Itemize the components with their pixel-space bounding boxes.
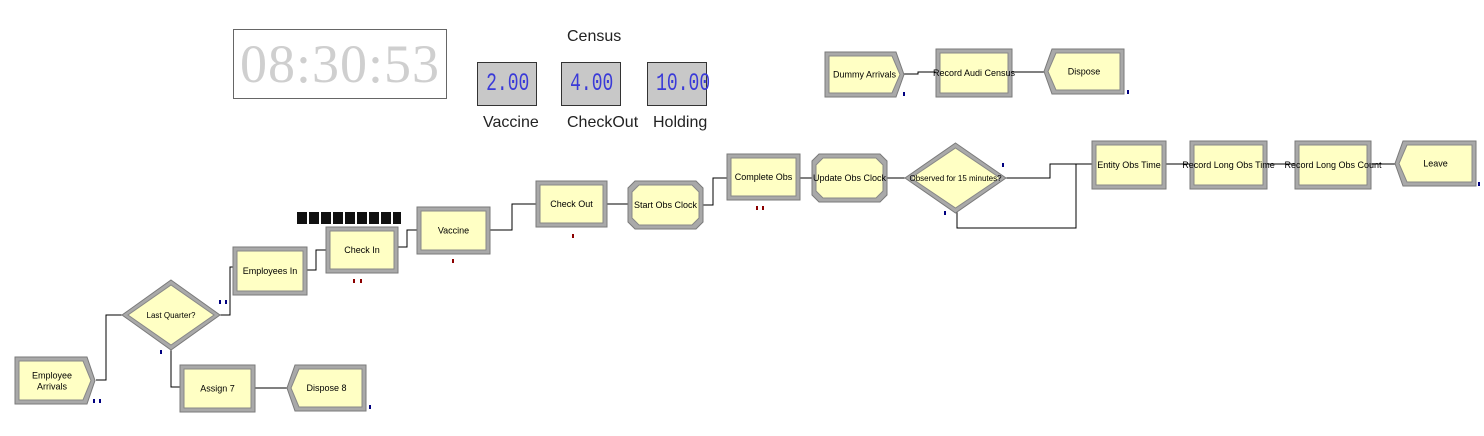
module-record-long-obs-count[interactable]: Record Long Obs Count [1284, 140, 1382, 190]
indicator-mark [944, 211, 946, 215]
indicator-mark [219, 300, 221, 304]
entity-icon [321, 212, 331, 224]
indicator-mark [160, 350, 162, 354]
connector-decide-false-to-entity-obs [956, 164, 1077, 229]
entity-icon [333, 212, 343, 224]
decide-last-quarter[interactable]: Last Quarter? [121, 279, 221, 351]
module-vaccine[interactable]: Vaccine [416, 206, 491, 255]
indicator-mark [1478, 182, 1480, 186]
module-update-obs-clock[interactable]: Update Obs Clock [811, 153, 888, 203]
connectors [96, 71, 1395, 389]
counter-holding-value: 10.00 [656, 69, 711, 98]
counter-checkout-label: CheckOut [567, 114, 639, 131]
counter-vaccine: 2.00 [477, 62, 537, 106]
module-label: Employees In [243, 266, 298, 276]
module-record-long-obs-time[interactable]: Record Long Obs Time [1182, 140, 1275, 190]
module-leave[interactable]: Leave [1394, 140, 1477, 187]
clock-time: 08:30:53 [239, 34, 440, 94]
module-label: Leave [1423, 159, 1448, 169]
module-start-obs-clock[interactable]: Start Obs Clock [627, 180, 704, 230]
module-label: Last Quarter? [147, 311, 196, 320]
module-label: Dummy Arrivals [833, 70, 897, 80]
module-label: Check Out [550, 199, 593, 209]
entity-icon [393, 212, 401, 224]
counter-holding: 10.00 [647, 62, 711, 106]
indicator-mark [225, 300, 227, 304]
module-label: Entity Obs Time [1097, 160, 1161, 170]
entity-icon [381, 212, 391, 224]
indicator-mark [1127, 90, 1129, 94]
indicator-mark [756, 206, 758, 210]
module-label: Start Obs Clock [634, 200, 698, 210]
module-label: Observed for 15 minutes? [909, 174, 1002, 183]
module-label: Vaccine [438, 226, 469, 236]
indicator-mark [452, 259, 454, 263]
indicator-mark [353, 279, 355, 283]
counter-checkout: 4.00 [561, 62, 621, 106]
module-label: Complete Obs [735, 172, 793, 182]
entity-icon [297, 212, 307, 224]
counter-vaccine-label: Vaccine [483, 114, 539, 131]
module-label: Check In [344, 245, 380, 255]
census-title: Census [567, 28, 622, 45]
counter-checkout-value: 4.00 [570, 69, 614, 98]
entity-queue-icons [297, 212, 401, 224]
connector-start-obs-to-complete-obs [703, 177, 729, 206]
module-complete-obs[interactable]: Complete Obs [726, 153, 801, 201]
indicator-mark [572, 234, 574, 238]
indicator-mark [762, 206, 764, 210]
module-label: Dispose 8 [306, 383, 346, 393]
module-indicators [93, 90, 1480, 409]
connector-decide-to-assign [170, 348, 182, 388]
module-label: Employee [32, 371, 72, 381]
simulation-clock: 08:30:53 [233, 29, 447, 99]
module-label: Record Audi Census [933, 68, 1016, 78]
module-dispose-8[interactable]: Dispose 8 [286, 364, 367, 412]
connector-decide-true-to-entity-obs [1005, 163, 1094, 179]
indicator-mark [360, 279, 362, 283]
module-record-audi-census[interactable]: Record Audi Census [933, 48, 1016, 98]
connector-dummy-to-record-census [904, 71, 938, 75]
module-label: Dispose [1068, 67, 1101, 77]
module-dispose[interactable]: Dispose [1043, 48, 1125, 95]
indicator-mark [903, 92, 905, 96]
connector-arrivals-to-decide [96, 314, 122, 381]
counter-vaccine-value: 2.00 [486, 69, 530, 98]
module-dummy-arrivals[interactable]: Dummy Arrivals [824, 51, 905, 98]
module-assign-7[interactable]: Assign 7 [179, 364, 256, 413]
decide-observed-15-minutes[interactable]: Observed for 15 minutes? [904, 142, 1007, 214]
counter-holding-label: Holding [653, 114, 708, 131]
indicator-mark [369, 405, 371, 409]
indicator-mark [99, 399, 101, 403]
module-check-in[interactable]: Check In [325, 226, 399, 274]
module-employees-in[interactable]: Employees In [232, 246, 308, 296]
entity-icon [369, 212, 379, 224]
entity-icon [345, 212, 355, 224]
module-entity-obs-time[interactable]: Entity Obs Time [1091, 140, 1167, 190]
connector-employees-in-to-checkin [306, 249, 328, 271]
indicator-mark [93, 399, 95, 403]
entity-icon [357, 212, 367, 224]
module-label: Update Obs Clock [813, 173, 887, 183]
connector-checkin-to-vaccine [397, 229, 419, 248]
indicator-mark [1002, 163, 1004, 167]
module-check-out[interactable]: Check Out [535, 180, 608, 228]
entity-icon [309, 212, 319, 224]
connector-vaccine-to-checkout [489, 203, 538, 231]
module-label: Arrivals [37, 382, 68, 392]
module-label: Record Long Obs Count [1284, 160, 1382, 170]
module-label: Record Long Obs Time [1182, 160, 1275, 170]
module-label: Assign 7 [200, 384, 235, 394]
